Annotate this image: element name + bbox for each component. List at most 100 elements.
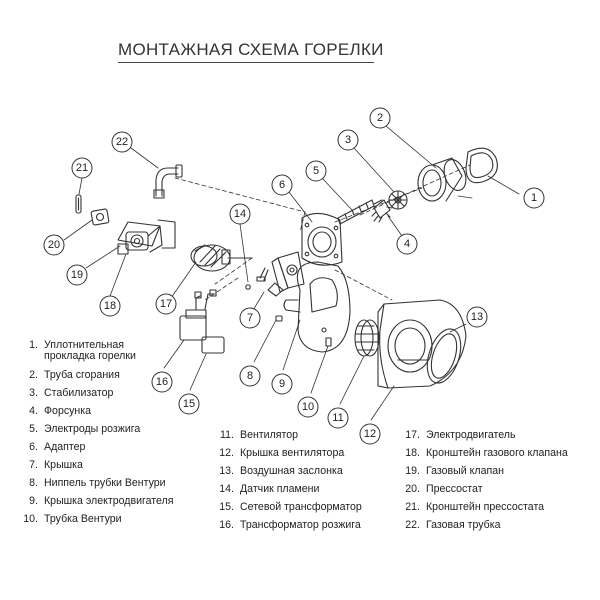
- legend-item: 12.Крышка вентилятора: [212, 444, 387, 462]
- title-underline: [118, 62, 374, 63]
- callout-10: [297, 396, 319, 418]
- callout-18: [99, 295, 121, 317]
- legend-label: Крышка электродвигателя: [44, 495, 174, 507]
- callout-8: [239, 365, 261, 387]
- part-14-flame-sensor: [256, 267, 269, 282]
- part-17-electric-motor: [190, 244, 253, 272]
- part-16-ignition-transformer: [179, 289, 225, 354]
- legend-number: 7.: [29, 459, 38, 471]
- legend-label: Прессостат: [426, 483, 483, 495]
- callout-bubbles: [43, 107, 545, 445]
- legend-label: Датчик пламени: [240, 483, 320, 495]
- legend-number: 17.: [405, 429, 420, 441]
- callout-number: 1: [531, 192, 537, 204]
- legend-label: Стабилизатор: [44, 387, 114, 399]
- legend-label: Газовая трубка: [426, 519, 501, 531]
- parts-legend-middle: 11. Вентилятор 12.Крышка вентилятора 13.В…: [212, 426, 387, 534]
- part-10-venturi-tube: [325, 337, 332, 347]
- part-5-ignition-electrodes: [337, 199, 383, 225]
- parts-legend-right: 17.Электродвигатель 18.Кронштейн газовог…: [398, 426, 598, 534]
- part-2-combustion-tube: [417, 157, 467, 202]
- legend-label: Кронштейн газового клапана: [426, 447, 568, 459]
- callout-14: [229, 203, 251, 225]
- legend-number: 21.: [405, 501, 420, 513]
- legend-number: 22.: [405, 519, 420, 531]
- callout-19: [66, 264, 88, 286]
- callout-number: 14: [234, 208, 246, 220]
- legend-number: 10.: [23, 513, 38, 525]
- callout-7: [239, 307, 261, 329]
- part-8-venturi-nipple: [275, 315, 283, 322]
- callout-number: 17: [160, 298, 172, 310]
- legend-item: 16. Трансформатор розжига: [212, 516, 387, 534]
- callout-number: 20: [48, 239, 60, 251]
- legend-label: Электродвигатель: [426, 429, 516, 441]
- part-13-air-damper: [426, 328, 462, 384]
- legend-label: Трансформатор розжига: [240, 519, 361, 531]
- callout-number: 21: [76, 162, 88, 174]
- legend-label: Кронштейн прессостата: [426, 501, 545, 513]
- diagram-title: МОНТАЖНАЯ СХЕМА ГОРЕЛКИ: [118, 40, 384, 59]
- callout-5: [305, 160, 327, 182]
- legend-number: 16.: [219, 519, 234, 531]
- legend-item: 5. Электроды розжига: [20, 420, 200, 438]
- legend-item: 2.Труба сгорания: [20, 366, 200, 384]
- legend-number: 11.: [220, 429, 234, 441]
- callout-1: [523, 187, 545, 209]
- part-7-cover: [245, 251, 305, 297]
- legend-item: 13.Воздушная заслонка: [212, 462, 387, 480]
- callout-number: 11: [332, 412, 343, 424]
- legend-number: 19.: [405, 465, 420, 477]
- callout-number: 10: [302, 401, 314, 413]
- part-21-pressostat-bracket: [75, 194, 82, 214]
- callout-16: [151, 371, 173, 393]
- callout-12: [359, 423, 381, 445]
- legend-number: 20.: [405, 483, 420, 495]
- legend-item: 10. Трубка Вентури: [20, 510, 200, 528]
- part-19-gas-valve: [117, 219, 176, 255]
- callout-number: 6: [279, 179, 285, 191]
- legend-label: Электроды розжига: [44, 423, 141, 435]
- legend-item: 3.Стабилизатор: [20, 384, 200, 402]
- assembly-axis-lines: [174, 164, 471, 301]
- callout-17: [155, 293, 177, 315]
- legend-item: 1.Уплотнительная прокладка горелки: [20, 340, 200, 362]
- part-11-fan: [354, 319, 380, 357]
- callout-20: [43, 234, 65, 256]
- callout-number: 15: [183, 398, 195, 410]
- legend-label: Вентилятор: [240, 429, 299, 441]
- part-3-stabilizer: [388, 190, 408, 210]
- legend-number: 5.: [29, 423, 38, 435]
- legend-item: 7.Крышка: [20, 456, 200, 474]
- callout-number: 4: [404, 238, 410, 250]
- legend-item: 14.Датчик пламени: [212, 480, 387, 498]
- callout-numbers: 1 2 3 4 5 6 7 8 9 10 11 12 13 14 15 16 1…: [48, 112, 537, 440]
- callout-21: [71, 157, 93, 179]
- callout-number: 22: [116, 136, 128, 148]
- callout-3: [337, 129, 359, 151]
- part-20-pressostat: [90, 208, 110, 226]
- leader-lines: [63, 125, 520, 421]
- legend-number: 6.: [29, 441, 38, 453]
- legend-number: 15.: [219, 501, 234, 513]
- parts-legend-left: 1.Уплотнительная прокладка горелки 2.Тру…: [20, 338, 200, 528]
- legend-item: 19.Газовый клапан: [398, 462, 598, 480]
- callout-number: 19: [71, 269, 83, 281]
- callout-number: 12: [364, 428, 376, 440]
- part-1-burner-gasket: [465, 147, 498, 184]
- legend-number: 1.: [29, 339, 38, 351]
- legend-number: 2.: [29, 369, 38, 381]
- callout-6: [271, 174, 293, 196]
- callout-number: 2: [377, 112, 383, 124]
- part-12-fan-cover: [377, 299, 467, 389]
- part-22-gas-tube: [153, 164, 183, 199]
- legend-item: 17. Электродвигатель: [398, 426, 598, 444]
- legend-label: Трубка Вентури: [44, 513, 122, 525]
- legend-label: Ниппель трубки Вентури: [44, 477, 166, 489]
- callout-number: 13: [471, 311, 483, 323]
- part-9-motor-cover: [283, 261, 351, 353]
- callout-number: 8: [247, 370, 253, 382]
- legend-number: 8.: [29, 477, 38, 489]
- callout-13: [466, 306, 488, 328]
